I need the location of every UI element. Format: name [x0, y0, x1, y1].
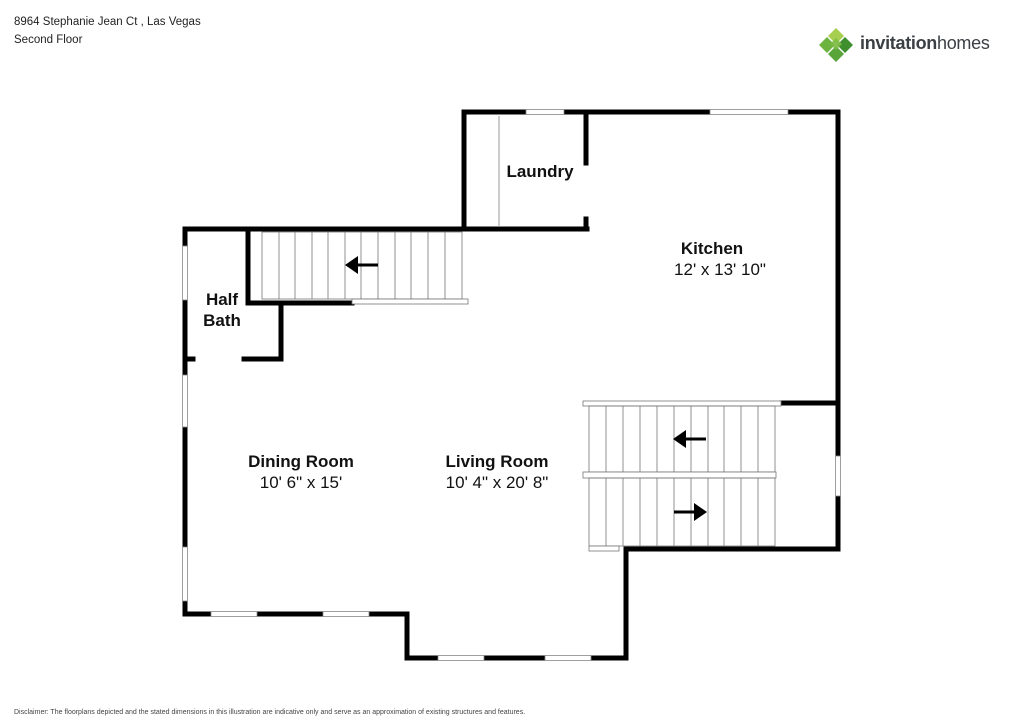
windows	[182, 109, 841, 661]
dining-room-dims: 10' 6" x 15'	[260, 473, 342, 492]
half-bath-label-line2: Bath	[203, 311, 241, 330]
floor-label: Second Floor	[14, 34, 83, 46]
laundry-label: Laundry	[506, 162, 574, 181]
stairs-upper-arrow-icon	[345, 256, 378, 274]
stairs-right-arrow-right-icon	[674, 503, 707, 521]
stairs-right	[582, 400, 782, 552]
dining-room-label: Dining Room	[248, 452, 354, 471]
walls	[182, 109, 841, 661]
living-room-dims: 10' 4" x 20' 8"	[446, 473, 549, 492]
disclaimer: Disclaimer: The floorplans depicted and …	[14, 709, 526, 716]
stairs-right-arrow-left-icon	[673, 430, 706, 448]
property-address: 8964 Stephanie Jean Ct , Las Vegas	[14, 16, 201, 28]
stairs-upper	[261, 231, 469, 305]
kitchen-dims: 12' x 13' 10"	[674, 260, 766, 279]
diamond-tiles-icon	[819, 28, 853, 62]
half-bath-label-line1: Half	[206, 290, 238, 309]
living-room-label: Living Room	[446, 452, 549, 471]
brand-name: invitationhomes	[860, 33, 990, 53]
kitchen-label: Kitchen	[681, 239, 743, 258]
brand-logo: invitationhomes	[818, 28, 1008, 62]
